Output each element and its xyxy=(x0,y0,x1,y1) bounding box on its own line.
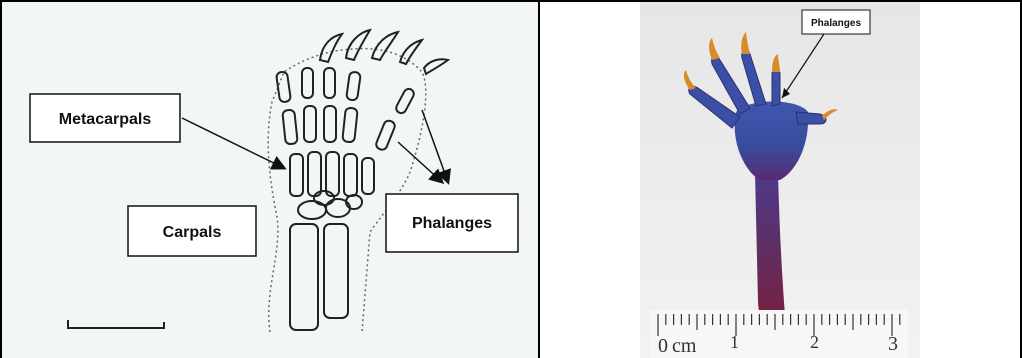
skeleton-drawing: Metacarpals Carpals Phalanges xyxy=(2,2,538,358)
carpals-label-box: Carpals xyxy=(128,206,256,256)
distal-phalanges xyxy=(320,30,448,74)
phalanges-arrow-1 xyxy=(422,110,448,182)
photo-phalanges-label: Phalanges xyxy=(811,18,861,29)
radius-bone xyxy=(290,224,318,330)
ruler-label-0: 0 xyxy=(658,335,668,357)
carpals-label: Carpals xyxy=(163,224,222,241)
ruler-label-3: 3 xyxy=(888,333,898,355)
specimen-photo: Phalanges 0 cm 1 2 3 xyxy=(540,2,1020,358)
ruler-label-1: 1 xyxy=(730,332,739,352)
ruler-label-2: 2 xyxy=(810,332,819,352)
ulna-bone xyxy=(324,224,348,318)
specimen-photo-panel: Phalanges 0 cm 1 2 3 xyxy=(540,2,1020,358)
scale-bar xyxy=(68,320,164,328)
ruler-label-cm: cm xyxy=(672,335,697,357)
phalanges-label: Phalanges xyxy=(412,215,492,232)
proximal-phalanges xyxy=(282,106,396,151)
photo-phalanges-label-box: Phalanges xyxy=(802,10,870,34)
phalanges-label-box: Phalanges xyxy=(386,194,518,252)
ruler: 0 cm 1 2 3 xyxy=(650,310,908,358)
metacarpals-label-box: Metacarpals xyxy=(30,94,180,142)
skeleton-drawing-panel: Metacarpals Carpals Phalanges xyxy=(2,2,538,358)
metacarpal-bones xyxy=(290,152,374,196)
metacarpals-label: Metacarpals xyxy=(59,111,152,128)
middle-phalanges xyxy=(276,68,416,115)
